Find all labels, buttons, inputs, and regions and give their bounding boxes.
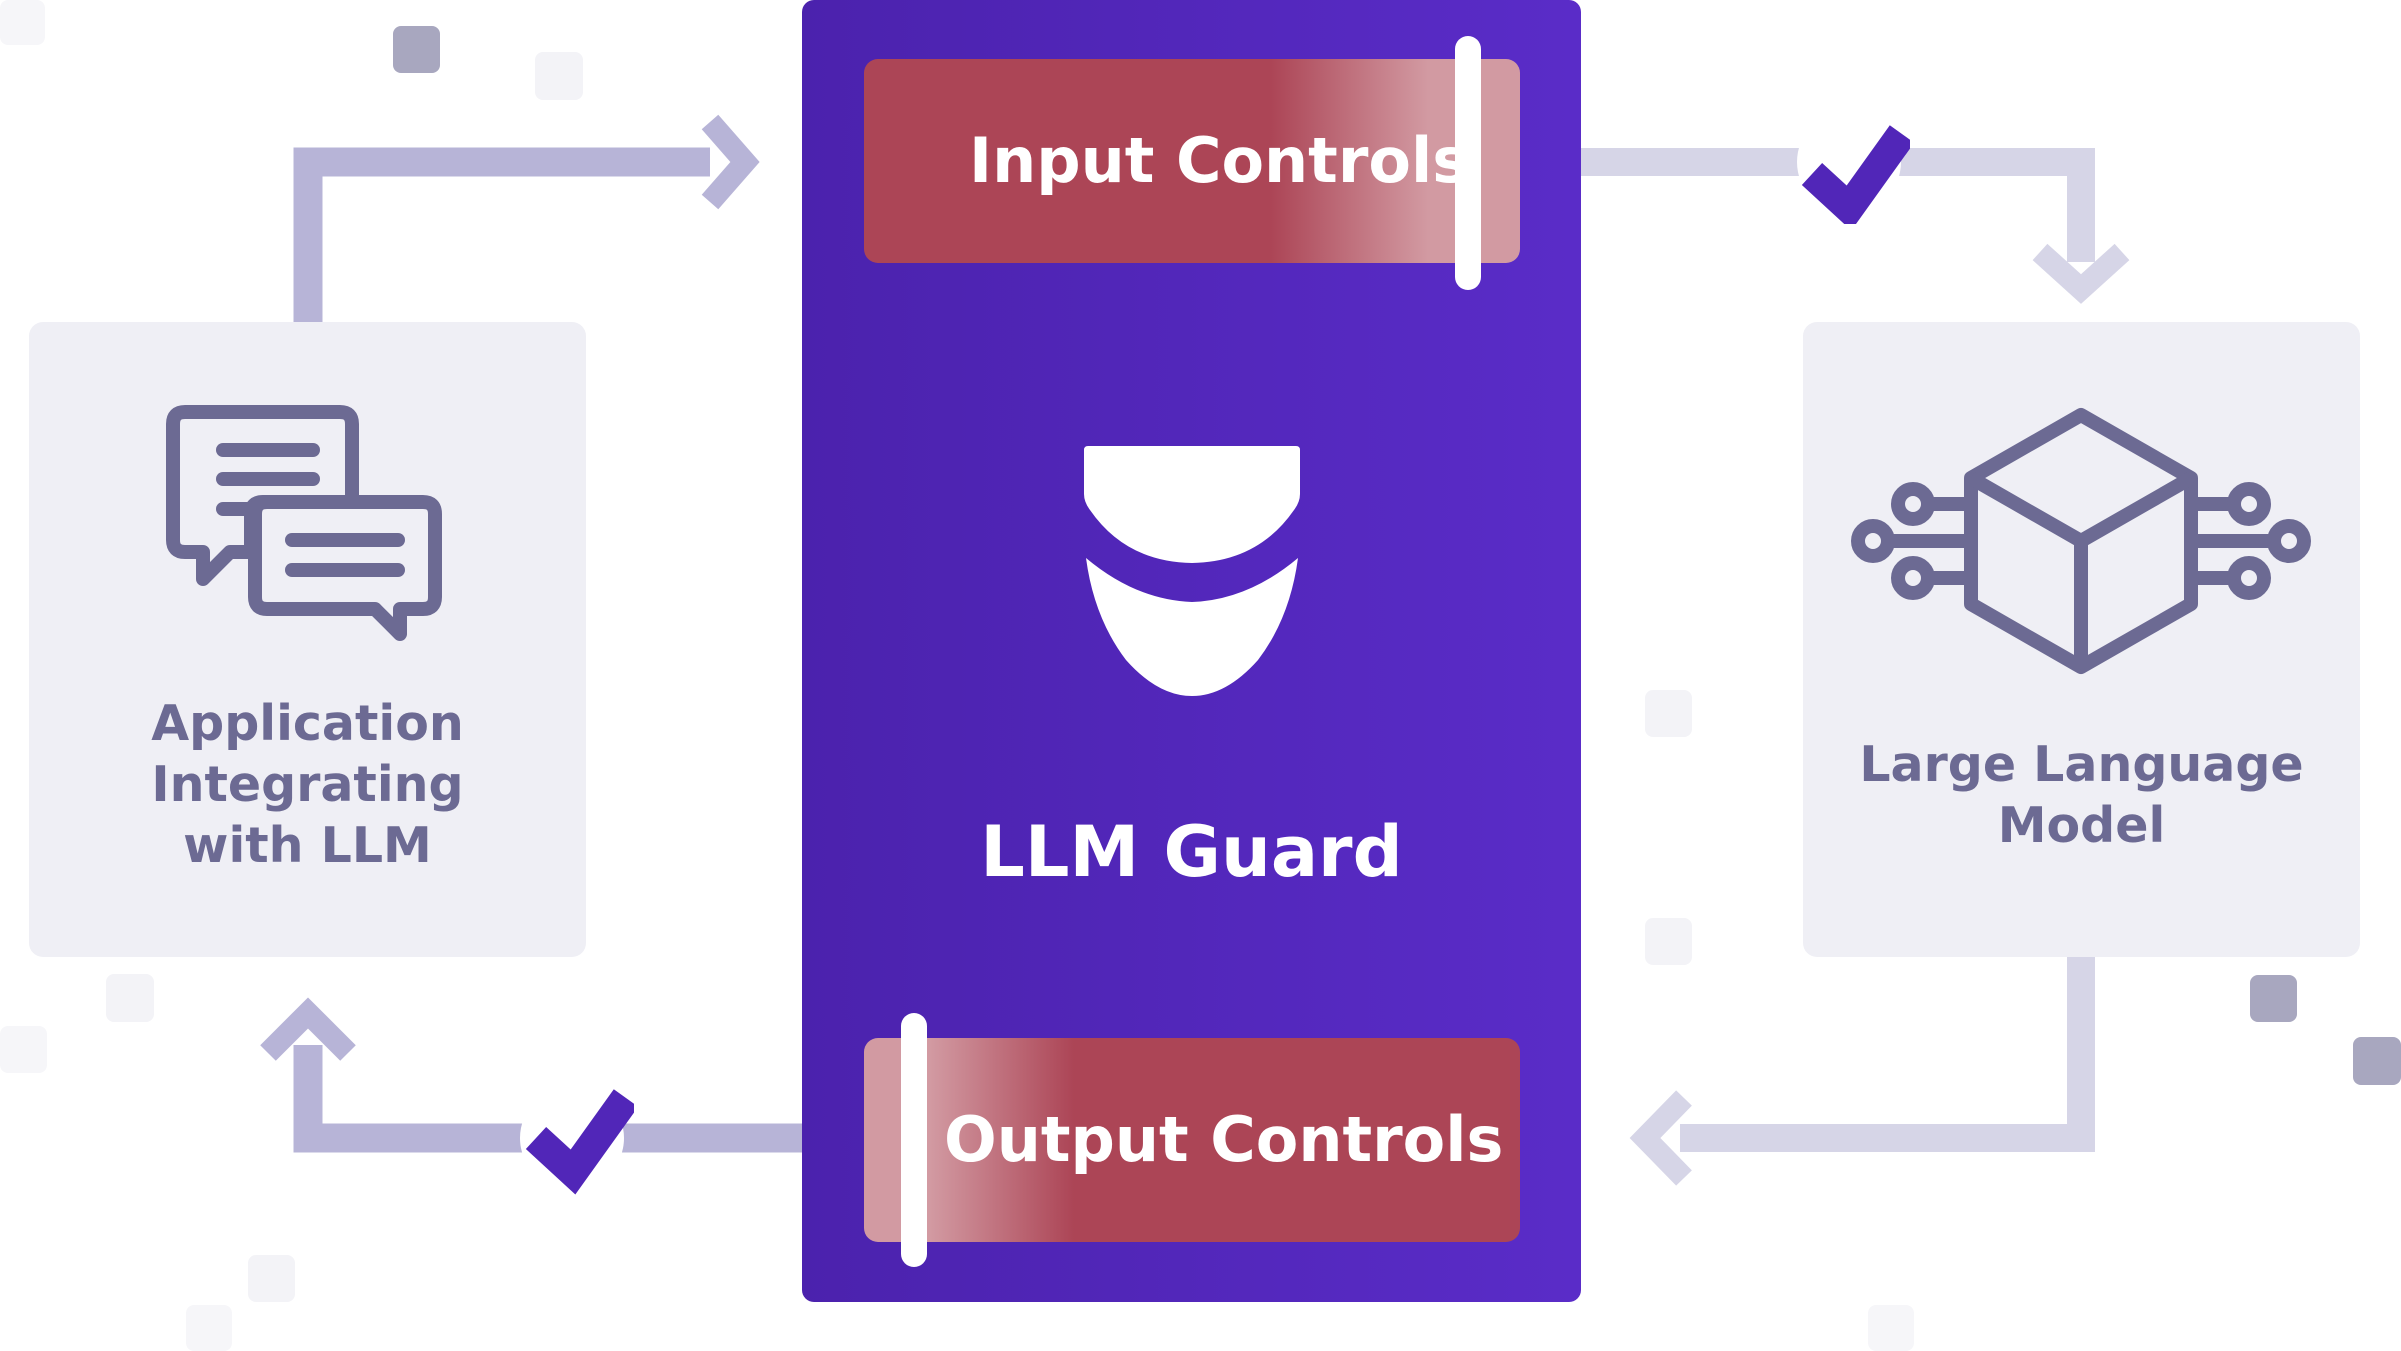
- llm-panel: Large Language Model: [1803, 322, 2360, 957]
- deco-square: [2353, 1037, 2401, 1085]
- application-panel: Application Integrating with LLM: [29, 322, 586, 957]
- output-controls-label: Output Controls: [944, 1103, 1504, 1176]
- check-icon: [1801, 125, 1910, 224]
- llm-label: Large Language Model: [1803, 734, 2360, 856]
- cube-circuit-icon: [1851, 408, 2311, 674]
- application-label-line: with LLM: [183, 817, 432, 874]
- deco-square: [248, 1255, 295, 1302]
- deco-square: [393, 26, 440, 73]
- deco-square: [0, 1026, 47, 1073]
- llm-guard-box: Input Controls LLM Guard Output Controls: [802, 0, 1581, 1302]
- application-label-line: Integrating: [151, 756, 464, 813]
- output-marker-bar: [901, 1013, 927, 1267]
- arrow-app-to-input: [293, 114, 760, 322]
- llm-label-line: Model: [1997, 797, 2166, 854]
- chat-bubbles-icon: [166, 405, 442, 641]
- deco-square: [186, 1305, 232, 1351]
- deco-square: [1645, 690, 1692, 737]
- check-icon: [525, 1089, 634, 1195]
- deco-square: [0, 0, 45, 45]
- shield-logo-icon: [1084, 446, 1300, 696]
- llm-label-line: Large Language: [1859, 736, 2304, 793]
- application-label: Application Integrating with LLM: [29, 693, 586, 876]
- input-marker-bar: [1455, 36, 1481, 290]
- output-controls: Output Controls: [864, 1038, 1520, 1242]
- deco-square: [1645, 918, 1692, 965]
- deco-square: [2250, 975, 2297, 1022]
- deco-square: [1868, 1305, 1914, 1351]
- arrow-llm-to-output: [1629, 957, 2095, 1186]
- input-controls: Input Controls: [864, 59, 1520, 263]
- deco-square: [535, 52, 583, 100]
- application-label-line: Application: [151, 695, 464, 752]
- input-controls-label: Input Controls: [969, 124, 1470, 197]
- llm-guard-title: LLM Guard: [980, 811, 1403, 893]
- deco-square: [106, 974, 154, 1022]
